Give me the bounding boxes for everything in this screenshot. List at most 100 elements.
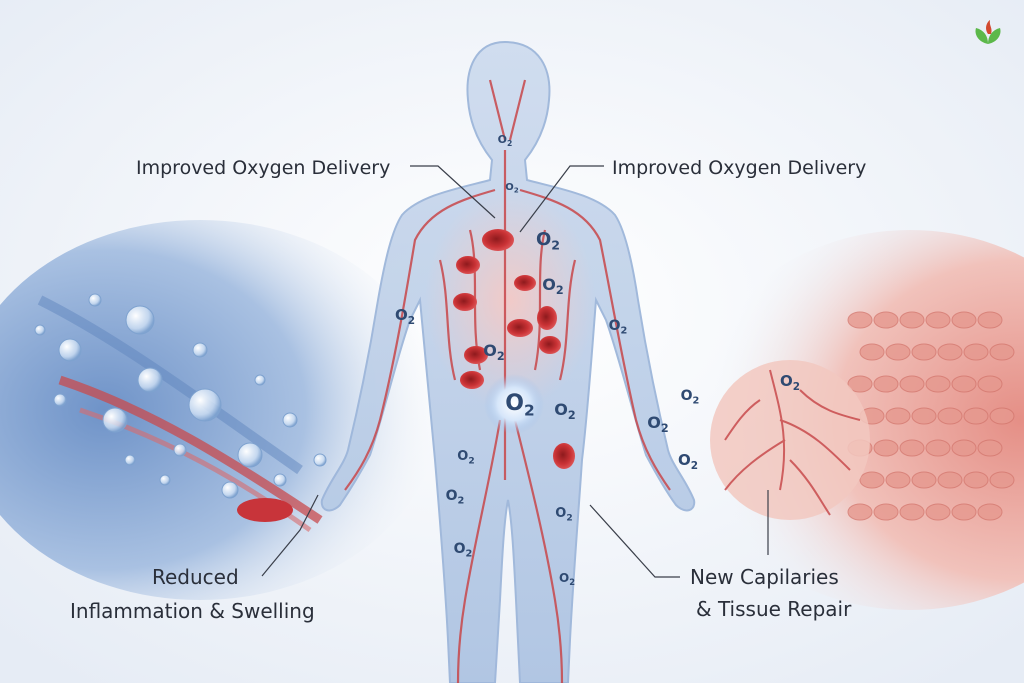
red-blood-cell <box>507 319 533 337</box>
tissue-cell <box>885 407 911 425</box>
label-tissue-repair: & Tissue Repair <box>696 597 852 621</box>
tissue-cell <box>937 471 963 489</box>
o2-molecule: O2 <box>647 413 668 435</box>
tissue-cell <box>951 439 977 457</box>
oxygen-bubble <box>88 293 102 307</box>
oxygen-bubble <box>102 407 128 433</box>
right-tissue-panel <box>690 230 1024 610</box>
tissue-cell <box>989 407 1015 425</box>
tissue-cell <box>989 471 1015 489</box>
oxygen-bubble <box>192 342 208 358</box>
red-blood-cell <box>539 336 561 354</box>
tissue-cell <box>989 343 1015 361</box>
leader-left-top <box>410 165 496 219</box>
tissue-cell <box>911 471 937 489</box>
label-improved-oxygen-left: Improved Oxygen Delivery <box>136 157 390 179</box>
tissue-cell <box>859 343 885 361</box>
leader-lines <box>261 165 769 578</box>
leaf-logo-icon <box>975 20 1001 44</box>
tissue-cell <box>911 343 937 361</box>
tissue-cell <box>937 407 963 425</box>
tissue-cell <box>899 503 925 521</box>
tissue-cell <box>925 439 951 457</box>
oxygen-bubble <box>58 338 82 362</box>
tissue-cell <box>847 311 873 329</box>
tissue-cell <box>911 407 937 425</box>
oxygen-bubble <box>254 374 266 386</box>
tissue-cell <box>847 503 873 521</box>
red-blood-cell <box>553 443 575 469</box>
o2-molecule: O2 <box>457 449 474 466</box>
oxygen-bubble <box>53 393 67 407</box>
left-rbc <box>237 498 293 522</box>
oxygen-bubble <box>159 474 171 486</box>
label-improved-oxygen-right: Improved Oxygen Delivery <box>612 157 866 179</box>
o2-molecule: O2 <box>395 306 415 327</box>
tissue-cell <box>963 343 989 361</box>
tissue-cell <box>847 375 873 393</box>
tissue-cell <box>951 375 977 393</box>
tissue-cell <box>859 471 885 489</box>
tissue-cell <box>977 311 1003 329</box>
tissue-cell <box>925 375 951 393</box>
o2-molecule: O2 <box>498 133 513 148</box>
o2-molecule: O2 <box>554 400 575 422</box>
red-blood-cell <box>456 256 480 274</box>
tissue-cell <box>963 407 989 425</box>
oxygen-bubble <box>282 412 298 428</box>
tissue-cell <box>873 375 899 393</box>
label-inflammation-swelling: Inflammation & Swelling <box>70 599 315 623</box>
tissue-cell <box>925 311 951 329</box>
red-blood-cell <box>453 293 477 311</box>
tissue-cell <box>885 471 911 489</box>
red-blood-cell <box>464 346 488 364</box>
tissue-cell <box>873 439 899 457</box>
tissue-cell <box>977 375 1003 393</box>
o2-molecule: O2 <box>609 318 628 337</box>
oxygen-bubble <box>188 388 222 422</box>
o2-molecule: O2 <box>446 488 465 507</box>
capillary-zoom-circle <box>710 360 870 520</box>
oxygen-bubble <box>137 367 163 393</box>
tissue-cell <box>873 503 899 521</box>
tissue-cell <box>937 343 963 361</box>
oxygen-glow <box>484 374 544 434</box>
oxygen-bubble <box>124 454 136 466</box>
oxygen-bubble <box>237 442 263 468</box>
o2-molecule: O2 <box>542 275 563 297</box>
o2-molecule: O2 <box>505 182 519 195</box>
oxygen-bubble <box>125 305 155 335</box>
tissue-cell <box>951 503 977 521</box>
leader-left-bottom <box>261 494 319 577</box>
oxygen-bubble <box>221 481 239 499</box>
oxygen-bubble <box>313 453 327 467</box>
tissue-cell <box>899 311 925 329</box>
tissue-cell <box>963 471 989 489</box>
red-blood-cell <box>482 229 514 251</box>
label-reduced: Reduced <box>152 565 239 589</box>
tissue-cell <box>925 503 951 521</box>
leader-right-top <box>519 165 604 233</box>
leader-right-bottom <box>589 504 680 578</box>
left-bubbles <box>34 293 327 499</box>
o2-molecule: O2 <box>780 372 800 393</box>
o2-molecule: O2 <box>555 506 572 523</box>
red-blood-cell <box>514 275 536 291</box>
oxygen-bubble <box>34 324 46 336</box>
o2-molecule: O2 <box>483 341 504 363</box>
o2-molecule: O2 <box>536 229 560 253</box>
o2-molecule: O2 <box>678 451 698 472</box>
o2-molecule: O2 <box>681 388 700 407</box>
tissue-cell <box>885 343 911 361</box>
red-blood-cell <box>537 306 557 330</box>
capillary-network <box>724 369 861 516</box>
tissue-cell <box>899 439 925 457</box>
oxygen-bubble <box>173 443 187 457</box>
o2-molecule: O2 <box>454 541 473 560</box>
red-blood-cell <box>460 371 484 389</box>
human-body <box>320 40 696 683</box>
tissue-cell <box>977 503 1003 521</box>
o2-molecule: O2 <box>505 391 534 420</box>
